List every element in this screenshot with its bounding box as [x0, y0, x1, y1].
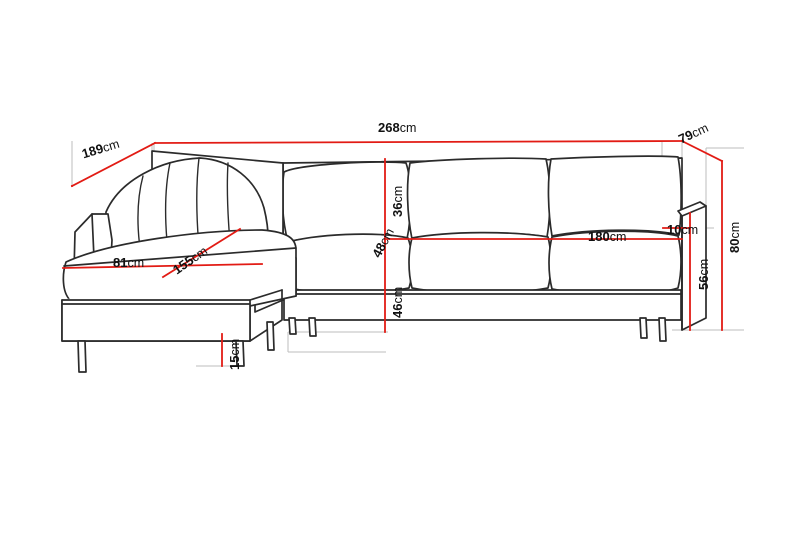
- dimline-79: [680, 139, 724, 163]
- label-overall-width-value: 268: [378, 120, 400, 135]
- seat-cushion-2: [408, 231, 552, 295]
- label-main-seat-width-value: 180: [588, 229, 610, 244]
- label-seat-height-value: 46: [390, 303, 405, 318]
- sofa-outline: [61, 150, 707, 373]
- label-arm-width-value: 10: [667, 222, 682, 237]
- label-leg-height-unit: cm: [228, 338, 242, 356]
- label-overall-width-unit: cm: [399, 121, 417, 135]
- back-cushion-3: [547, 155, 682, 237]
- label-backrest-height-value: 36: [390, 202, 405, 217]
- dimline-268: [154, 140, 683, 144]
- leg-main-1: [639, 317, 648, 339]
- leg-main-3: [308, 317, 317, 337]
- back-cushion-2: [406, 157, 551, 240]
- label-backrest-height-unit: cm: [391, 185, 405, 203]
- label-seat-height-unit: cm: [391, 286, 405, 304]
- label-chaise-seat-width-unit: cm: [127, 256, 145, 270]
- dimline-189: [70, 141, 157, 188]
- seat-cushion-1: [282, 233, 414, 294]
- label-chaise-seat-width: 81cm: [113, 255, 144, 270]
- label-main-seat-width-unit: cm: [609, 230, 627, 244]
- label-leg-height: 15cm: [227, 339, 242, 370]
- chaise-base-side: [249, 289, 283, 342]
- leg-main-2: [658, 317, 667, 342]
- label-main-seat-width: 180cm: [588, 229, 626, 244]
- leg-chaise-1: [77, 340, 87, 373]
- arm-inner-edge: [681, 205, 707, 217]
- leg-main-4: [288, 317, 297, 335]
- label-overall-height-unit: cm: [728, 221, 742, 239]
- label-backrest-height: 36cm: [390, 186, 405, 217]
- label-leg-height-value: 15: [227, 355, 242, 370]
- label-chaise-seat-width-value: 81: [113, 255, 128, 270]
- main-sofa-base: [283, 289, 682, 321]
- label-seat-height: 46cm: [390, 287, 405, 318]
- leg-chaise-3: [266, 321, 275, 351]
- label-arm-width: 10cm: [667, 222, 698, 237]
- dimline-81: [62, 263, 263, 269]
- dimension-lines: [62, 139, 724, 367]
- label-overall-height: 80cm: [727, 222, 742, 253]
- label-arm-width-unit: cm: [681, 223, 699, 237]
- chaise-base-side-top: [249, 289, 283, 301]
- label-back-height-unit: cm: [697, 258, 711, 276]
- leg-chaise-2: [235, 340, 245, 367]
- seat-cushion-3: [548, 230, 682, 295]
- label-overall-height-value: 80: [727, 238, 742, 253]
- chaise-seat-crease: [63, 247, 297, 267]
- label-overall-width: 268cm: [378, 120, 416, 135]
- label-back-height-value: 56: [696, 275, 711, 290]
- label-back-height: 56cm: [696, 259, 711, 290]
- dimline-155: [161, 227, 242, 279]
